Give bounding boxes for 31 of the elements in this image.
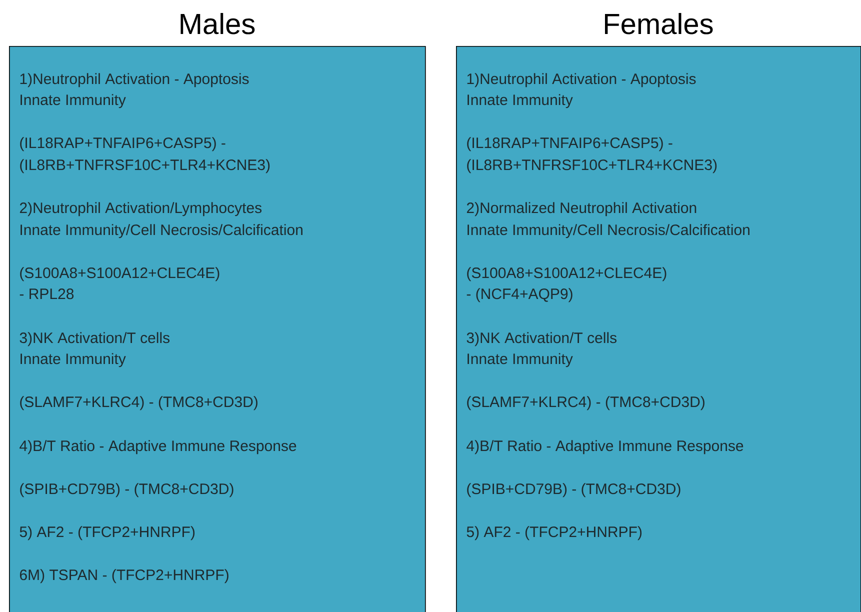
text-line: 6M) TSPAN - (TFCP2+HNRPF)	[20, 569, 228, 584]
text-line: (SPIB+CD79B) - (TMC8+CD3D)	[20, 483, 234, 498]
text-line: 4)B/T Ratio - Adaptive Immune Response	[466, 440, 744, 454]
text-line: 2)Neutrophil Activation/Lymphocytes	[20, 202, 262, 216]
text-line: Innate Immunity	[20, 353, 126, 368]
text-line: 2)Normalized Neutrophil Activation	[466, 202, 696, 216]
text-line: (IL8RB+TNFRSF10C+TLR4+KCNE3)	[20, 159, 270, 174]
text-line: 5) AF2 - (TFCP2+HNRPF)	[20, 526, 195, 540]
text-line: - (NCF4+AQP9)	[466, 288, 572, 302]
panel-heading: Females	[605, 12, 713, 34]
text-line: (IL18RAP+TNFAIP6+CASP5) -	[20, 137, 226, 152]
text-line: (S100A8+S100A12+CLEC4E)	[467, 267, 666, 282]
text-line: (SPIB+CD79B) - (TMC8+CD3D)	[467, 483, 680, 498]
text-line: Innate Immunity	[468, 353, 573, 368]
text-line: (S100A8+S100A12+CLEC4E)	[20, 267, 220, 282]
panel-heading: Males	[180, 12, 255, 34]
text-line: Innate Immunity	[20, 94, 126, 108]
text-line: 3)NK Activation/T cells	[20, 332, 170, 346]
text-line: (IL8RB+TNFRSF10C+TLR4+KCNE3)	[467, 159, 717, 174]
text-line: (IL18RAP+TNFAIP6+CASP5) -	[467, 137, 672, 152]
text-line: 1)Neutrophil Activation - Apoptosis	[467, 73, 696, 88]
text-line: Innate Immunity/Cell Necrosis/Calcification	[468, 224, 750, 238]
text-line: Innate Immunity/Cell Necrosis/Calcification	[20, 224, 302, 238]
text-line: 5) AF2 - (TFCP2+HNRPF)	[466, 526, 642, 540]
text-line: (SLAMF7+KLRC4) - (TMC8+CD3D)	[20, 396, 258, 410]
text-line: 1)Neutrophil Activation - Apoptosis	[20, 73, 249, 88]
text-line: 3)NK Activation/T cells	[466, 332, 616, 346]
text-line: Innate Immunity	[468, 94, 573, 108]
text-line: 4)B/T Ratio - Adaptive Immune Response	[20, 440, 296, 454]
text-line: - RPL28	[20, 288, 74, 300]
text-line: (SLAMF7+KLRC4) - (TMC8+CD3D)	[467, 396, 704, 410]
